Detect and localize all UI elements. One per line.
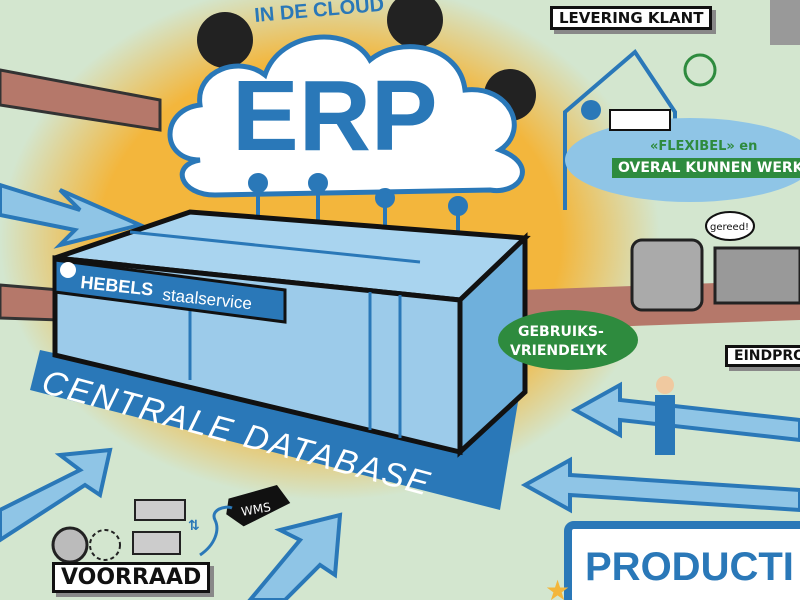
- erp-title: ERP: [232, 60, 438, 172]
- connector-dot: [581, 100, 601, 120]
- road: [0, 68, 162, 132]
- user-friendly-line2: VRIENDELYK: [510, 343, 608, 359]
- tag-string: [199, 505, 233, 557]
- road: [0, 283, 62, 322]
- person-legs: [770, 0, 800, 45]
- up-down-arrow-icon: ⇅: [188, 518, 200, 534]
- speech-bubble: [705, 211, 755, 241]
- database-base: [30, 350, 520, 510]
- steel-coil: [630, 238, 704, 312]
- tree-icon: [683, 53, 717, 87]
- production-label: PRODUCTI: [585, 545, 794, 589]
- company-logo-icon: [60, 262, 76, 278]
- worker-body: [655, 395, 675, 455]
- wms-label: WMS: [240, 500, 272, 519]
- coil-icon: [51, 526, 89, 564]
- flow-arrows: [0, 182, 800, 600]
- wms-tag: [226, 485, 291, 527]
- star-icon: ★: [545, 574, 570, 600]
- worker: [656, 376, 674, 394]
- delivery-label: LEVERING KLANT: [550, 6, 713, 30]
- company-sign: [53, 258, 287, 324]
- desk: [609, 109, 671, 131]
- user-friendly-line1: GEBRUIKS-: [518, 324, 604, 340]
- cloud: [167, 34, 525, 198]
- production-box: [564, 521, 800, 600]
- flexible-label: «FLEXIBEL» en: [650, 139, 757, 154]
- work-anywhere-label: OVERAL KUNNEN WERK: [612, 158, 800, 178]
- stock-label: VOORRAAD: [52, 562, 211, 593]
- plate-stack-icon: [132, 531, 181, 555]
- steel-plates: [713, 246, 800, 305]
- end-product-label: EINDPRO: [725, 345, 800, 367]
- empty-slot-icon: [89, 529, 121, 561]
- plate-stack-icon: [134, 499, 186, 521]
- speech-text: gereed!: [710, 222, 749, 233]
- user-friendly-bubble: [498, 310, 638, 370]
